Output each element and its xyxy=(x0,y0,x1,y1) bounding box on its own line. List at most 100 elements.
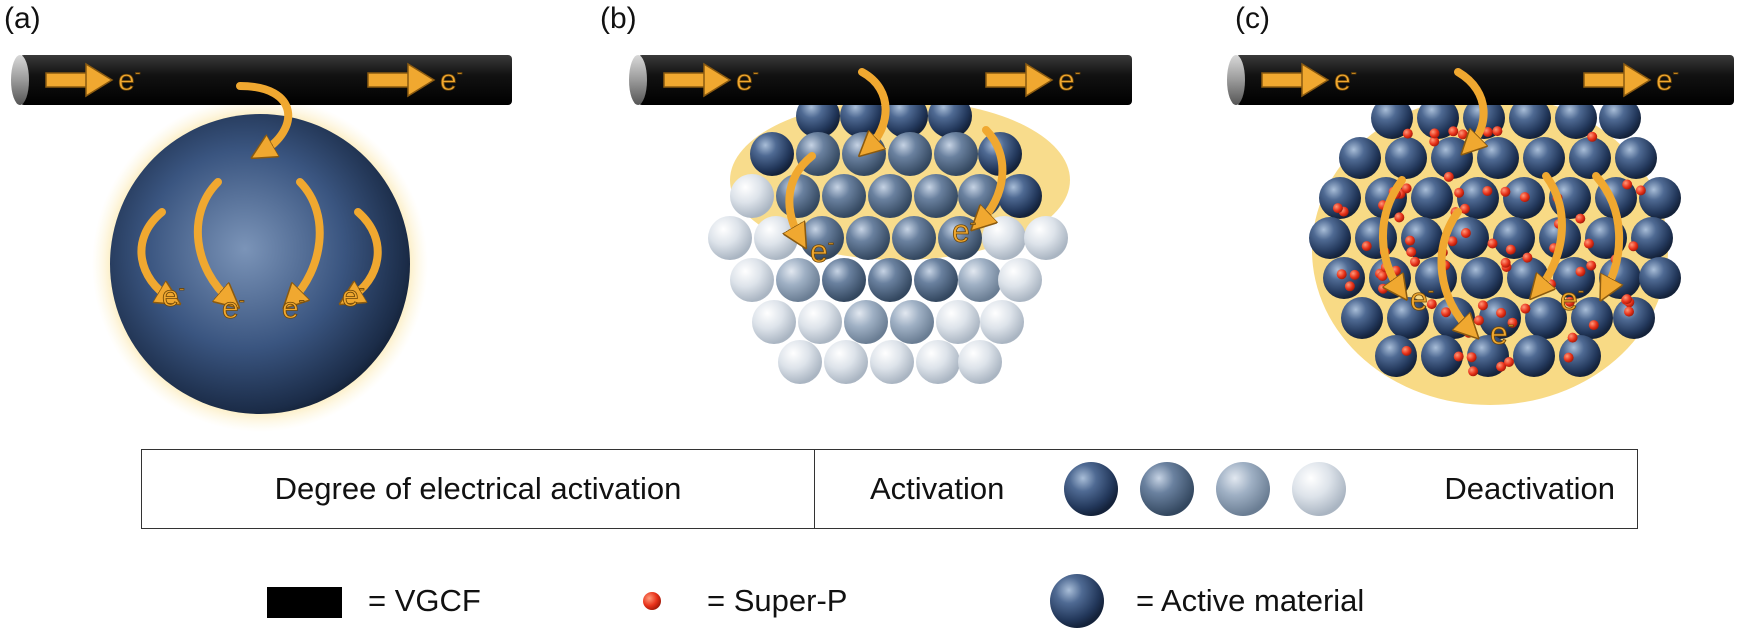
superp-particle xyxy=(1504,357,1514,367)
active-particle xyxy=(998,258,1042,302)
active-particle xyxy=(1631,217,1673,259)
superp-particle xyxy=(1522,252,1533,263)
active-particle xyxy=(1024,216,1068,260)
superp-particle xyxy=(1332,203,1343,214)
active-particle xyxy=(822,174,866,218)
superp-particle xyxy=(1477,300,1488,311)
particle-cluster xyxy=(1309,97,1681,377)
superp-particle xyxy=(1349,269,1360,280)
superp-particle xyxy=(1448,126,1459,137)
active-particle xyxy=(750,132,794,176)
active-particle xyxy=(914,174,958,218)
flow-arrow-icon xyxy=(367,62,436,98)
active-particle xyxy=(936,300,980,344)
vgcf-fiber xyxy=(1227,55,1734,105)
panel-b xyxy=(629,55,1132,384)
electron-path-arrow xyxy=(789,152,816,238)
flow-arrow-icon xyxy=(1583,62,1652,98)
vgcf-swatch-icon xyxy=(267,587,342,618)
superp-particle xyxy=(1453,351,1464,362)
electron-path-arrow xyxy=(1592,172,1619,290)
electron-path-arrow xyxy=(1538,172,1566,290)
active-particle xyxy=(914,258,958,302)
active-particle xyxy=(998,174,1042,218)
superp-particle xyxy=(1447,236,1458,247)
large-active-particle xyxy=(110,114,410,414)
electron-path-arrow xyxy=(236,82,293,152)
activation-legend: Degree of electrical activation Activati… xyxy=(141,449,1638,529)
active-particle xyxy=(1525,297,1567,339)
superp-particle xyxy=(1588,320,1599,331)
electron-path-arrow xyxy=(1454,68,1484,146)
active-particle xyxy=(888,132,932,176)
superp-particle xyxy=(1507,317,1518,328)
active-particle xyxy=(778,340,822,384)
activation-label: Activation xyxy=(870,471,1005,506)
active-particle xyxy=(1555,97,1597,139)
superp-particle xyxy=(1336,269,1347,280)
electron-path-arrow xyxy=(1437,208,1470,330)
key-vgcf-label: = VGCF xyxy=(368,583,481,618)
superp-particle xyxy=(1586,260,1597,271)
vgcf-fiber xyxy=(629,55,1132,105)
superp-particle xyxy=(1482,186,1493,196)
superp-particle xyxy=(1401,183,1412,194)
superp-particle xyxy=(1429,136,1440,147)
key-superp-label: = Super-P xyxy=(707,583,848,618)
electron-path-arrow xyxy=(193,178,230,300)
superp-particle xyxy=(1505,244,1516,255)
active-particle xyxy=(708,216,752,260)
active-particle xyxy=(958,340,1002,384)
active-particle xyxy=(1639,177,1681,219)
active-particle xyxy=(1411,177,1453,219)
active-particle xyxy=(824,340,868,384)
flow-arrow-icon xyxy=(1261,62,1330,98)
active-particle xyxy=(982,216,1026,260)
superp-particle xyxy=(1583,238,1594,249)
active-particle xyxy=(752,300,796,344)
superp-particle xyxy=(1473,315,1484,326)
electron-path-arrow xyxy=(980,126,1007,222)
electron-label: e- xyxy=(1490,315,1514,351)
active-particle xyxy=(1523,137,1565,179)
active-particle xyxy=(1613,297,1655,339)
superp-dot-icon xyxy=(643,592,661,610)
electron-path-arrow xyxy=(862,68,890,148)
active-particle xyxy=(890,300,934,344)
active-particle xyxy=(1599,97,1641,139)
activation-scale xyxy=(1064,462,1346,516)
flow-arrow-icon xyxy=(45,62,114,98)
active-particle xyxy=(980,300,1024,344)
active-material-sphere-icon xyxy=(1050,574,1104,628)
active-particle xyxy=(1421,335,1463,377)
superp-particle xyxy=(1496,361,1507,372)
superp-particle xyxy=(1622,179,1633,190)
active-particle xyxy=(1417,97,1459,139)
electron-path-arrow xyxy=(292,178,324,300)
activation-scale-row: Activation Deactivation xyxy=(815,450,1637,528)
active-particle xyxy=(1513,335,1555,377)
active-particle xyxy=(1509,97,1551,139)
active-particle xyxy=(798,300,842,344)
superp-particle xyxy=(1426,299,1437,310)
active-particle xyxy=(934,132,978,176)
superp-particle xyxy=(1443,171,1454,182)
superp-particle xyxy=(1405,235,1415,246)
superp-particle xyxy=(1496,307,1507,318)
superp-particle xyxy=(1466,352,1477,363)
active-particle xyxy=(1493,217,1535,259)
active-particle xyxy=(868,258,912,302)
activation-legend-title: Degree of electrical activation xyxy=(142,450,815,528)
active-particle xyxy=(868,174,912,218)
superp-particle xyxy=(1344,281,1355,292)
active-particle xyxy=(1553,257,1595,299)
superp-particle xyxy=(1457,129,1468,140)
flow-arrow-icon xyxy=(985,62,1054,98)
superp-particle xyxy=(1564,296,1575,307)
superp-particle xyxy=(1635,185,1646,196)
superp-particle xyxy=(1460,228,1471,238)
active-particle xyxy=(958,258,1002,302)
active-particle xyxy=(730,174,774,218)
active-particle xyxy=(730,258,774,302)
superp-particle xyxy=(1378,283,1388,294)
